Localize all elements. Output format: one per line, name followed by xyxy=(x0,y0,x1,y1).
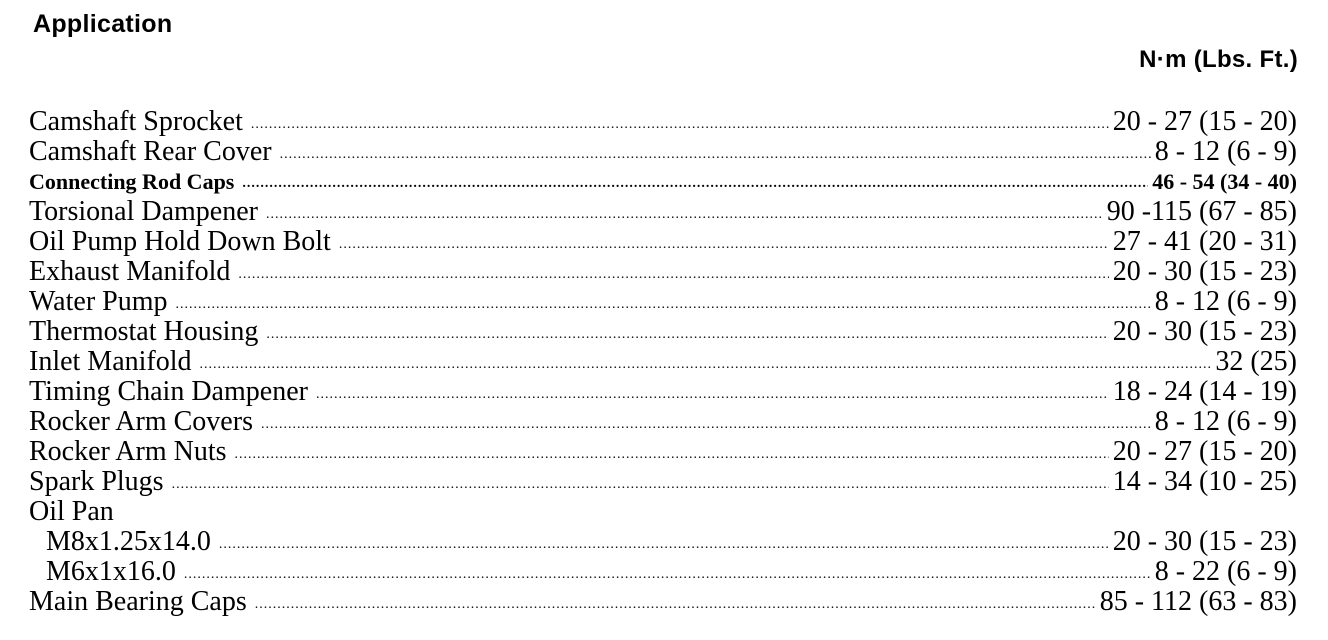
spec-row-timing-chain-dampener: Timing Chain Dampener 18 - 24 (14 - 19) xyxy=(29,377,1297,407)
spec-value: 85 - 112 (63 - 83) xyxy=(1099,586,1297,617)
spec-value: 8 - 12 (6 - 9) xyxy=(1154,286,1297,317)
spec-value: 8 - 22 (6 - 9) xyxy=(1154,556,1297,587)
spec-name: M6x1x16.0 xyxy=(46,556,176,587)
spec-row-camshaft-rear-cover: Camshaft Rear Cover 8 - 12 (6 - 9) xyxy=(29,137,1297,167)
spec-row-spark-plugs: Spark Plugs 14 - 34 (10 - 25) xyxy=(29,467,1297,497)
dot-leader xyxy=(238,260,1108,290)
spec-name: Main Bearing Caps xyxy=(29,586,247,617)
dot-leader xyxy=(316,380,1109,410)
spec-value: 20 - 30 (15 - 23) xyxy=(1112,526,1297,557)
spec-row-exhaust-manifold: Exhaust Manifold 20 - 30 (15 - 23) xyxy=(29,257,1297,287)
spec-value: 14 - 34 (10 - 25) xyxy=(1112,466,1297,497)
spec-value: 32 (25) xyxy=(1215,346,1297,377)
spec-value: 8 - 12 (6 - 9) xyxy=(1154,406,1297,437)
spec-row-oil-pan: Oil Pan xyxy=(29,497,1297,527)
spec-name: Torsional Dampener xyxy=(29,196,258,227)
unit-heading: N·m (Lbs. Ft.) xyxy=(1139,46,1298,73)
spec-value: 8 - 12 (6 - 9) xyxy=(1154,136,1297,167)
spec-value: 90 -115 (67 - 85) xyxy=(1106,196,1297,227)
spec-value: 18 - 24 (14 - 19) xyxy=(1112,376,1297,407)
dot-leader xyxy=(176,290,1151,320)
spec-name: M8x1.25x14.0 xyxy=(46,526,211,557)
dot-leader xyxy=(172,470,1109,500)
spec-row-water-pump: Water Pump 8 - 12 (6 - 9) xyxy=(29,287,1297,317)
spec-name: Spark Plugs xyxy=(29,466,164,497)
spec-name: Exhaust Manifold xyxy=(29,256,231,287)
spec-row-thermostat-housing: Thermostat Housing 20 - 30 (15 - 23) xyxy=(29,317,1297,347)
dot-leader xyxy=(280,140,1151,170)
dot-leader xyxy=(219,530,1109,560)
spec-row-rocker-arm-nuts: Rocker Arm Nuts 20 - 27 (15 - 20) xyxy=(29,437,1297,467)
application-heading: Application xyxy=(33,10,173,38)
spec-name: Rocker Arm Covers xyxy=(29,406,253,437)
spec-name: Water Pump xyxy=(29,286,168,317)
spec-value: 20 - 30 (15 - 23) xyxy=(1112,316,1297,347)
dot-leader xyxy=(266,200,1103,230)
spec-row-torsional-dampener: Torsional Dampener 90 -115 (67 - 85) xyxy=(29,197,1297,227)
spec-name: Timing Chain Dampener xyxy=(29,376,308,407)
spec-name: Camshaft Sprocket xyxy=(29,106,243,137)
spec-row-oil-pan-m8: M8x1.25x14.0 20 - 30 (15 - 23) xyxy=(29,527,1297,557)
spec-name: Rocker Arm Nuts xyxy=(29,436,227,467)
spec-value: 20 - 30 (15 - 23) xyxy=(1112,256,1297,287)
spec-value: 20 - 27 (15 - 20) xyxy=(1112,436,1297,467)
torque-spec-table: Camshaft Sprocket 20 - 27 (15 - 20) Cams… xyxy=(29,107,1297,617)
dot-leader xyxy=(261,410,1151,440)
spec-row-inlet-manifold: Inlet Manifold 32 (25) xyxy=(29,347,1297,377)
dot-leader xyxy=(235,440,1109,470)
dot-leader xyxy=(255,590,1096,620)
dot-leader xyxy=(200,350,1212,380)
spec-value: 27 - 41 (20 - 31) xyxy=(1112,226,1297,257)
spec-row-connecting-rod-caps: Connecting Rod Caps 46 - 54 (34 - 40) xyxy=(29,167,1297,197)
spec-row-camshaft-sprocket: Camshaft Sprocket 20 - 27 (15 - 20) xyxy=(29,107,1297,137)
spec-name: Inlet Manifold xyxy=(29,346,192,377)
dot-leader xyxy=(242,169,1148,199)
spec-name: Oil Pump Hold Down Bolt xyxy=(29,226,331,257)
spec-value: 46 - 54 (34 - 40) xyxy=(1152,169,1297,194)
spec-name: Oil Pan xyxy=(29,496,114,527)
spec-name: Connecting Rod Caps xyxy=(29,169,235,194)
spec-row-oil-pan-m6: M6x1x16.0 8 - 22 (6 - 9) xyxy=(29,557,1297,587)
spec-row-rocker-arm-covers: Rocker Arm Covers 8 - 12 (6 - 9) xyxy=(29,407,1297,437)
spec-row-main-bearing-caps: Main Bearing Caps 85 - 112 (63 - 83) xyxy=(29,587,1297,617)
dot-leader xyxy=(266,320,1108,350)
dot-leader xyxy=(184,560,1151,590)
spec-name: Thermostat Housing xyxy=(29,316,259,347)
dot-leader xyxy=(251,110,1109,140)
spec-row-oil-pump-hold-down-bolt: Oil Pump Hold Down Bolt 27 - 41 (20 - 31… xyxy=(29,227,1297,257)
spec-value: 20 - 27 (15 - 20) xyxy=(1112,106,1297,137)
spec-name: Camshaft Rear Cover xyxy=(29,136,272,167)
dot-leader xyxy=(339,230,1109,260)
